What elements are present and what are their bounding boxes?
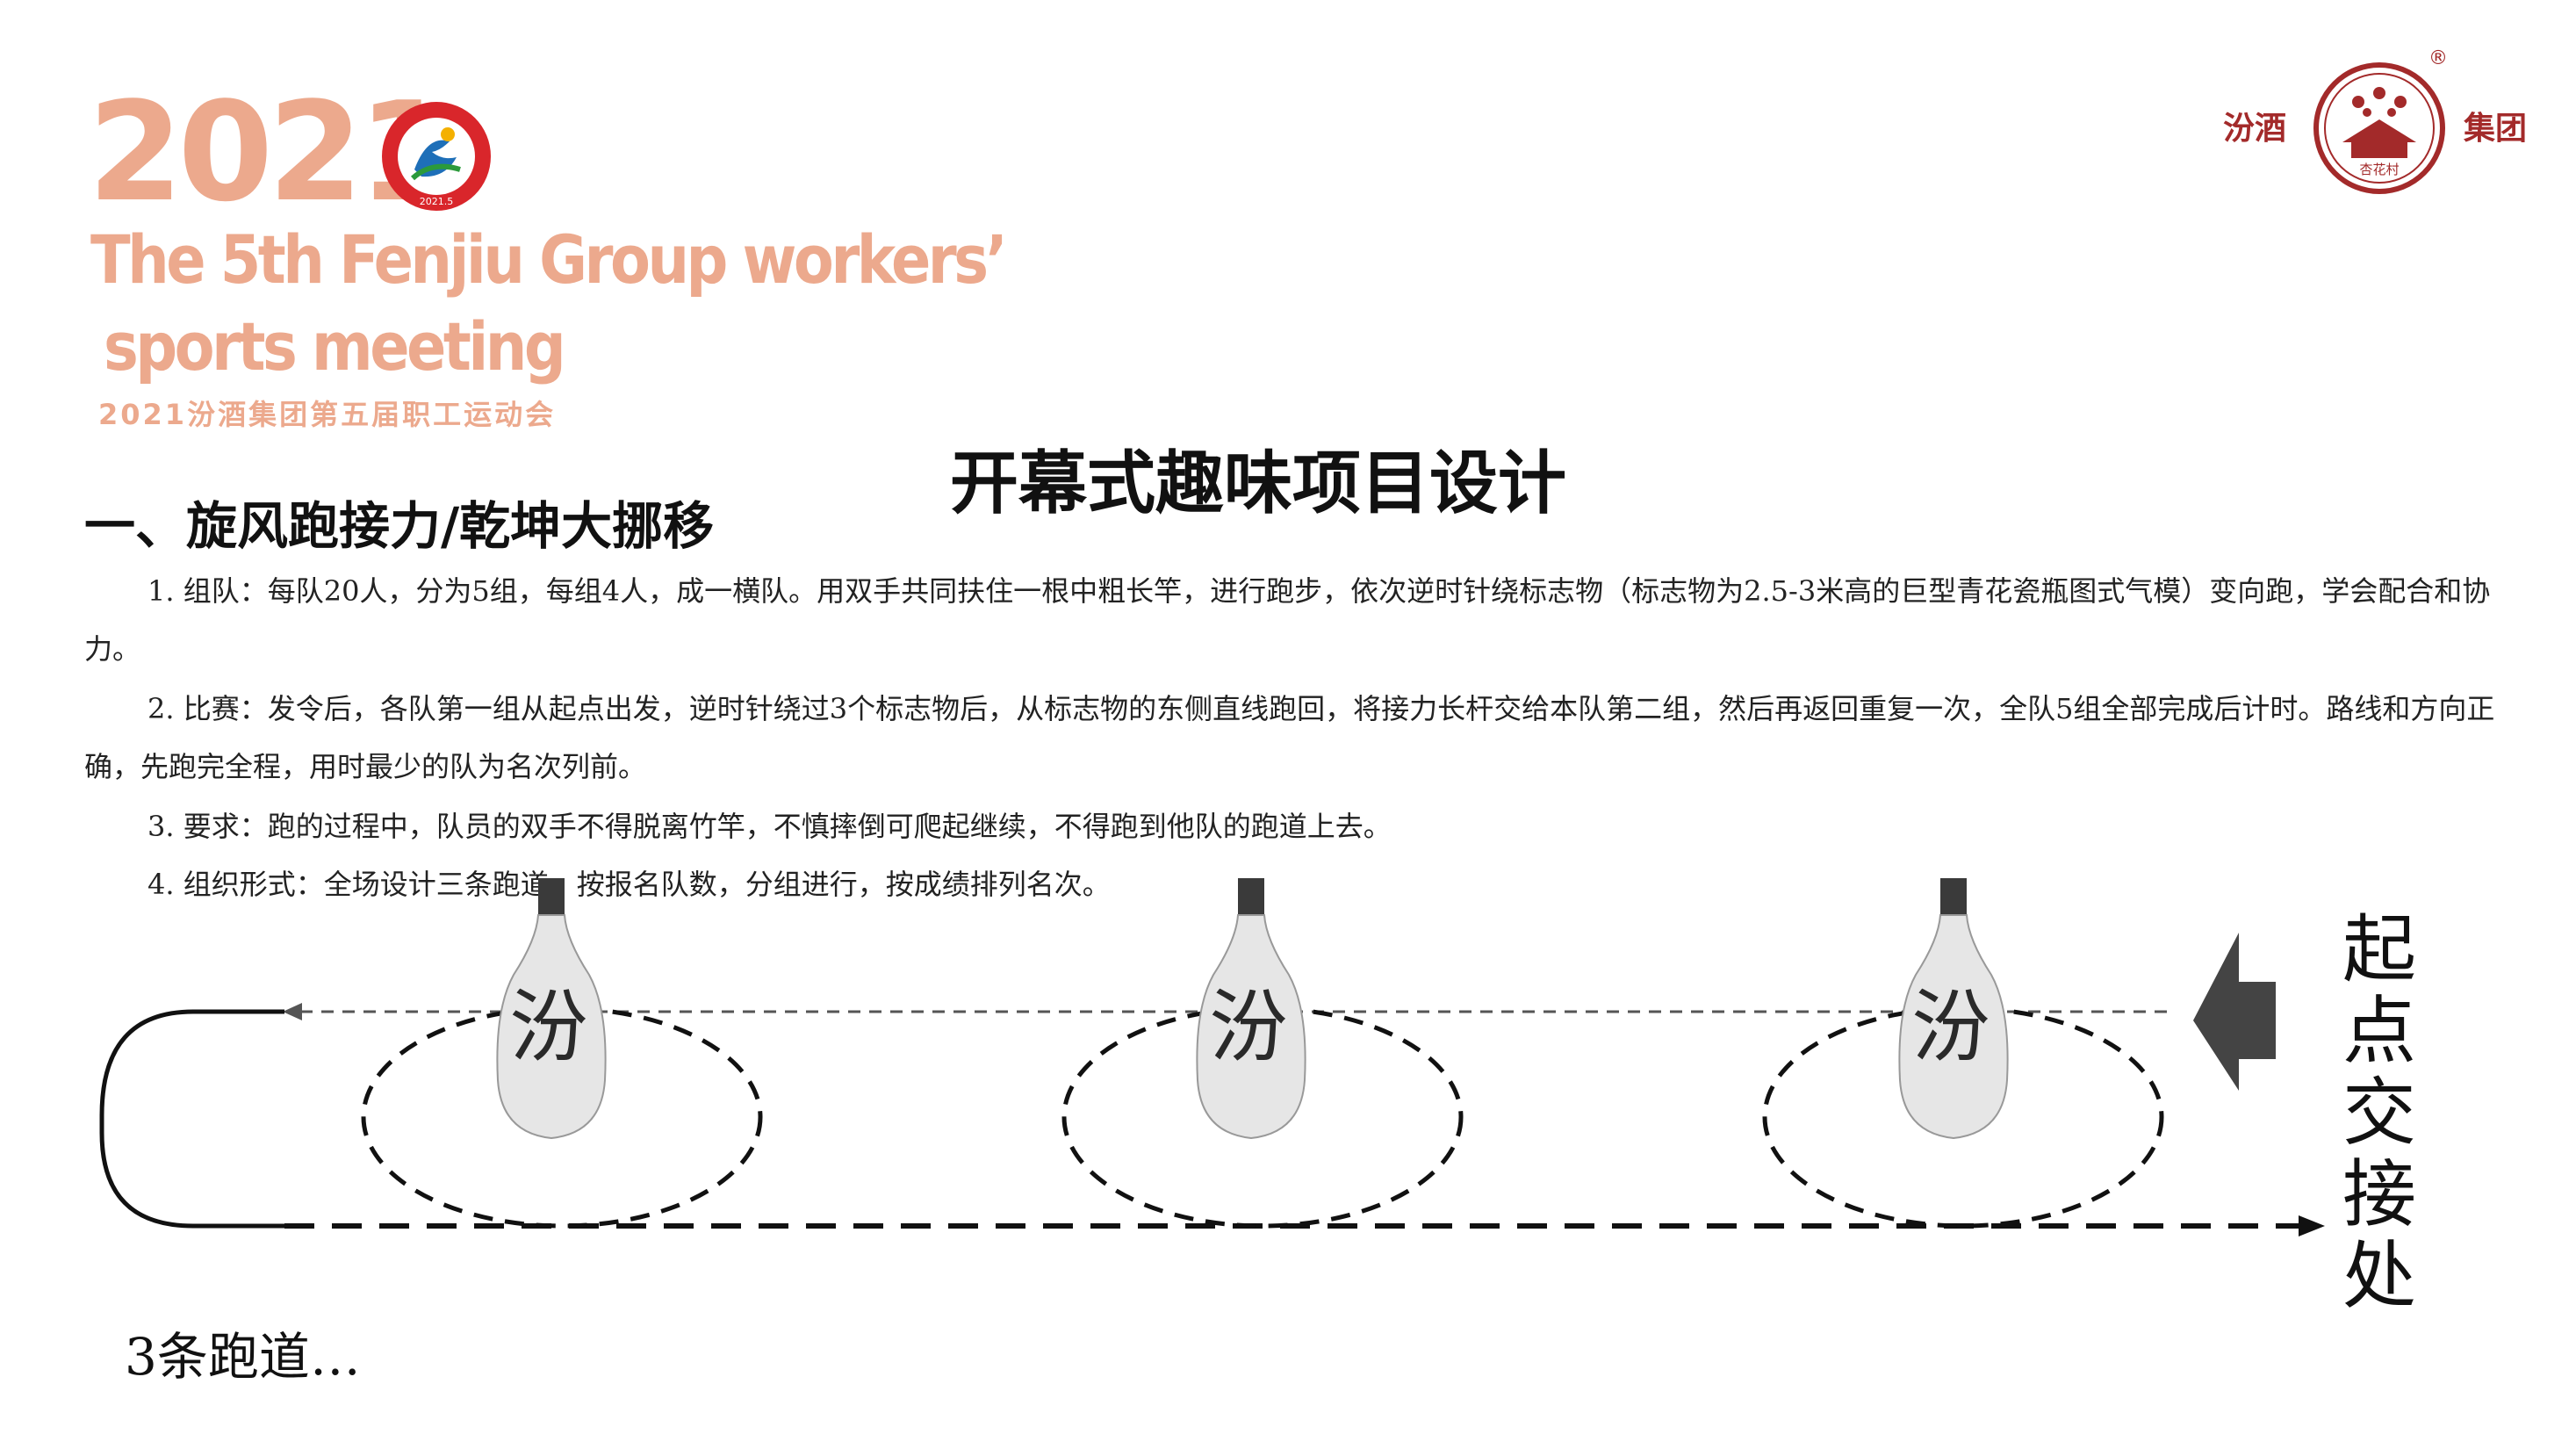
- return-arrowhead: [283, 1003, 302, 1020]
- english-title-line2: sports meeting: [104, 307, 566, 386]
- paragraph-text: 3. 要求：跑的过程中，队员的双手不得脱离竹竿，不慎摔倒可爬起继续，不得跑到他队…: [148, 810, 1392, 843]
- english-title-line1: The 5th Fenjiu Group workers’: [90, 220, 1008, 299]
- paragraph-team-formation: 1. 组队：每队20人，分为5组，每组4人，成一横队。用双手共同扶住一根中粗长竿…: [84, 562, 2508, 678]
- paragraph-text: 2. 比赛：发令后，各队第一组从起点出发，逆时针绕过3个标志物后，从标志物的东侧…: [84, 692, 2495, 783]
- emblem-year-text: 2021.5: [420, 196, 454, 207]
- marker-bottle-2-icon: 汾: [1196, 878, 1306, 1140]
- page-title: 开幕式趣味项目设计: [950, 444, 1567, 523]
- brand-name-right: 集团: [2464, 111, 2528, 147]
- start-handover-label: 起点交接处: [2342, 906, 2417, 1319]
- brand-logo-text: 杏花村: [2359, 162, 2399, 177]
- bottle-mark-text: 汾: [1911, 981, 1990, 1073]
- paragraph-organization: 4. 组织形式：全场设计三条跑道，按报名队数，分组进行，按成绩排列名次。: [84, 855, 2508, 913]
- start-arrow-icon: [2193, 933, 2276, 1091]
- paragraph-text: 1. 组队：每队20人，分为5组，每组4人，成一横队。用双手共同扶住一根中粗长竿…: [84, 574, 2491, 666]
- chinese-event-title: 2021汾酒集团第五届职工运动会: [98, 398, 557, 431]
- section-title: 一、旋风跑接力/乾坤大挪移: [84, 496, 715, 556]
- paragraph-competition: 2. 比赛：发令后，各队第一组从起点出发，逆时针绕过3个标志物后，从标志物的东侧…: [84, 680, 2508, 796]
- registered-mark: ®: [2428, 47, 2448, 69]
- paragraph-text: 4. 组织形式：全场设计三条跑道，按报名队数，分组进行，按成绩排列名次。: [148, 868, 1111, 901]
- marker-bottle-1-icon: 汾: [496, 878, 607, 1140]
- bottle-mark-text: 汾: [509, 981, 588, 1073]
- xinghuacun-logo-icon: 杏花村: [2313, 62, 2445, 194]
- brand-name-left: 汾酒: [2223, 111, 2287, 147]
- marker-bottle-3-icon: 汾: [1898, 878, 2009, 1140]
- paragraph-requirements: 3. 要求：跑的过程中，队员的双手不得脱离竹竿，不慎摔倒可爬起继续，不得跑到他队…: [84, 797, 2508, 855]
- sports-meeting-emblem: 2021.5: [382, 102, 491, 211]
- lanes-note: 3条跑道…: [125, 1327, 361, 1387]
- turnaround-curve: [99, 1009, 284, 1229]
- outbound-arrowhead: [2299, 1215, 2325, 1236]
- bottle-mark-text: 汾: [1209, 981, 1288, 1073]
